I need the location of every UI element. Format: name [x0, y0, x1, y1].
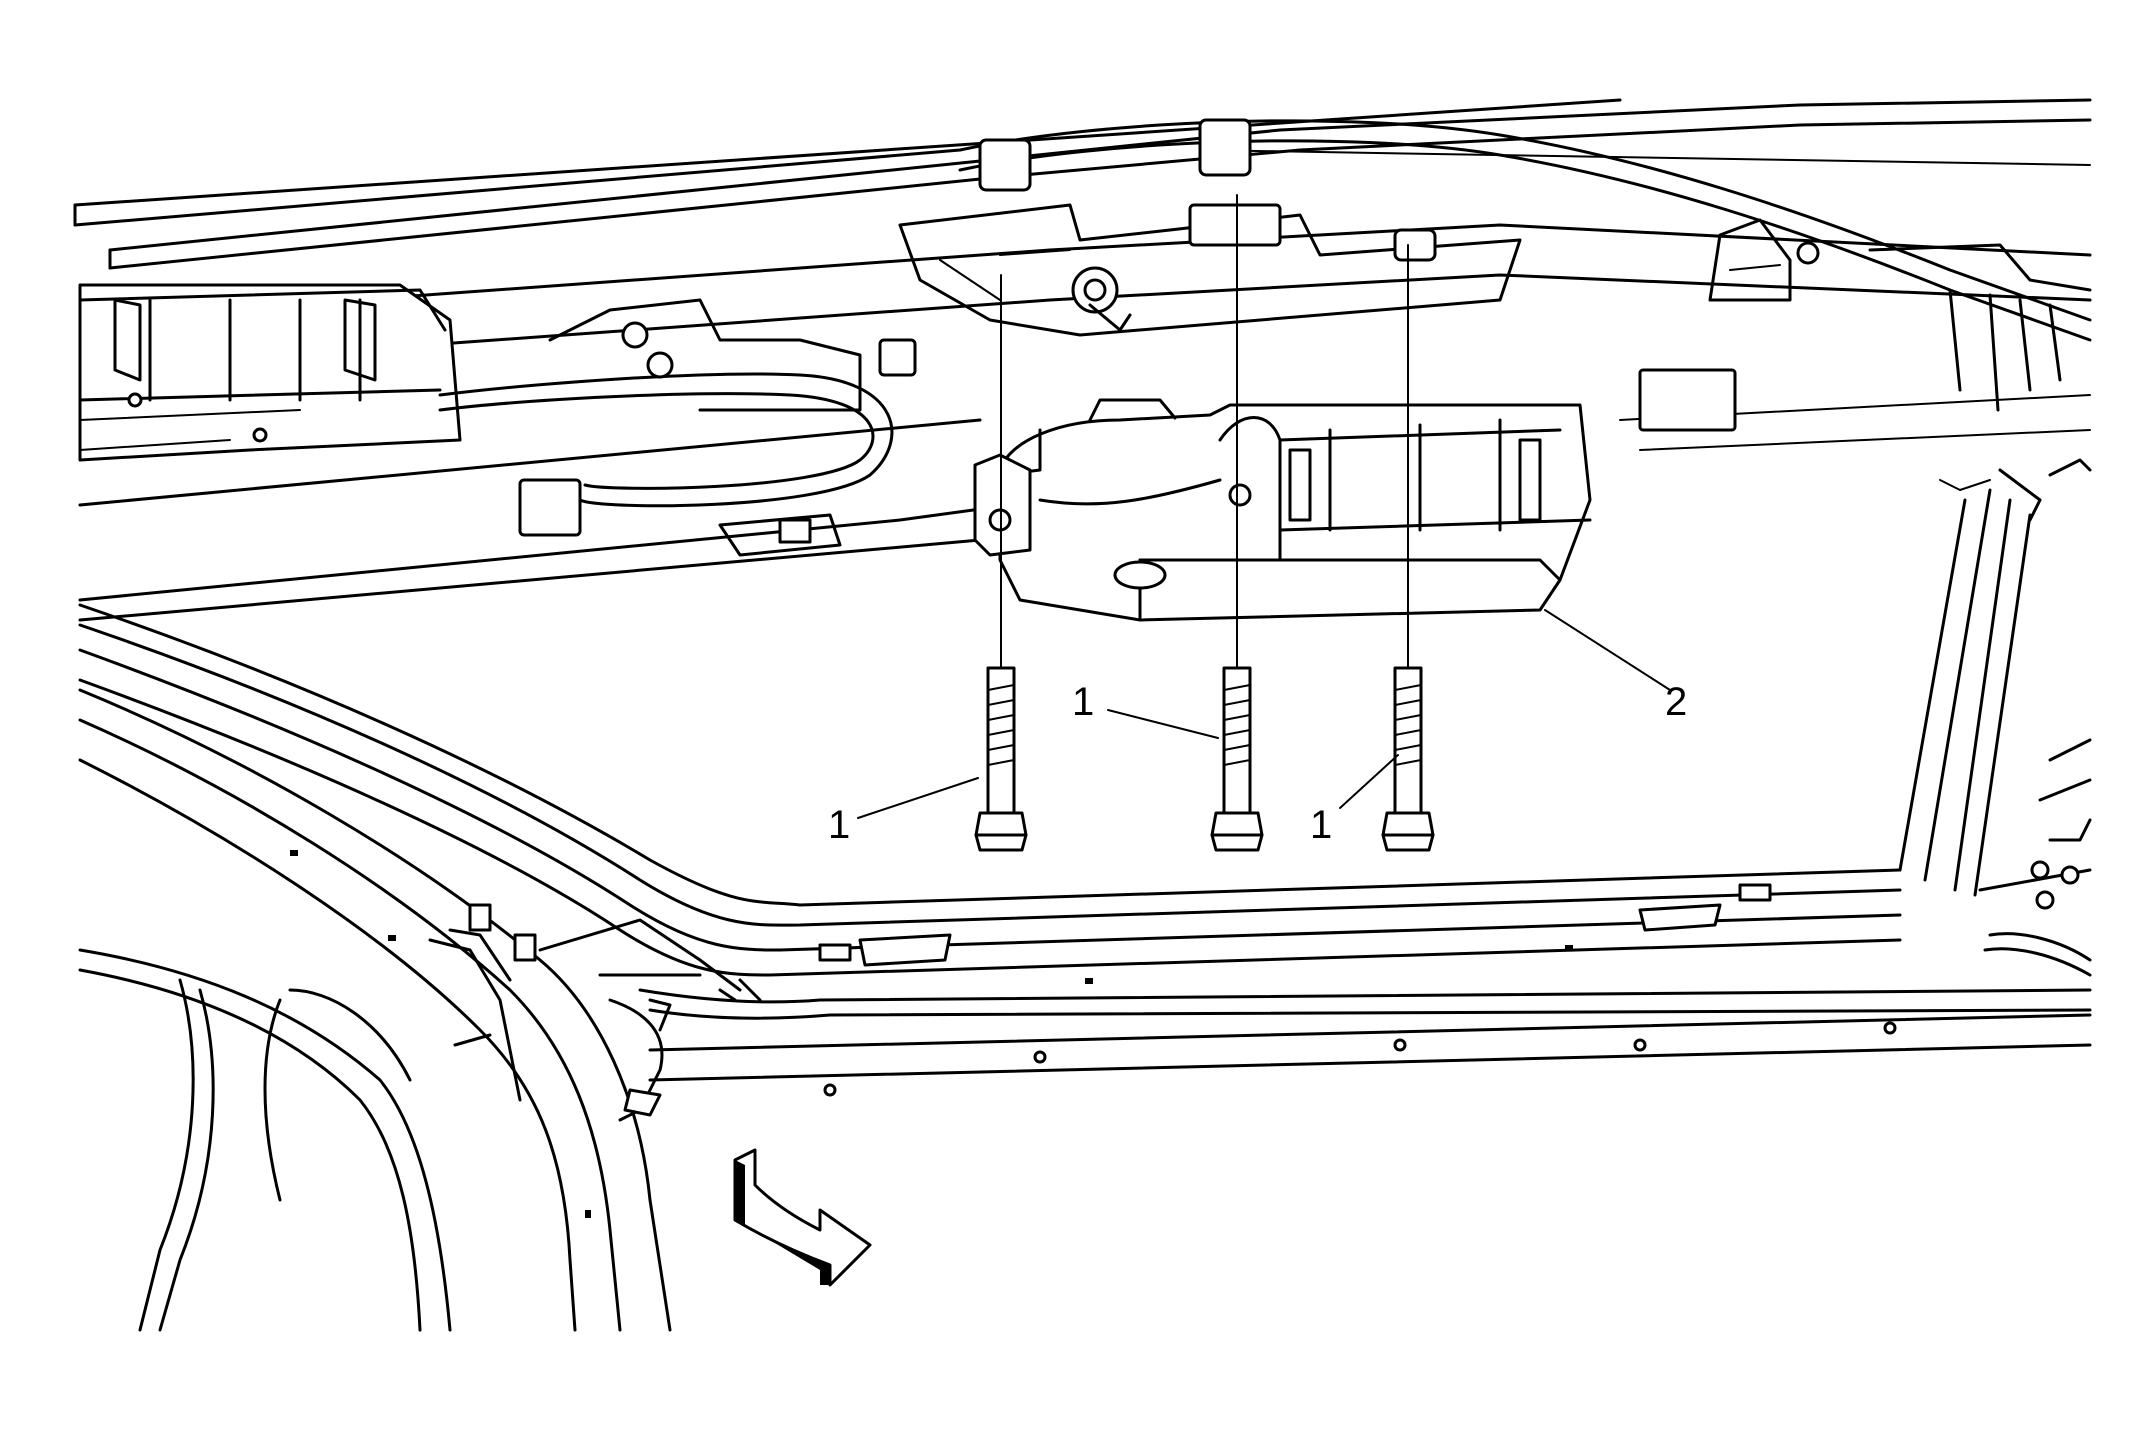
forward-arrow-icon — [733, 1148, 872, 1287]
leader-lines — [857, 609, 1671, 819]
bolt-center — [1210, 194, 1264, 852]
callout-bolt-left: 1 — [828, 803, 850, 847]
bolt-right — [1381, 244, 1435, 852]
a-pillar — [78, 688, 762, 1332]
bolt-left — [974, 274, 1028, 852]
roof-bow — [638, 988, 2092, 1097]
header-panel — [78, 203, 2092, 622]
callout-bolt-center: 1 — [1072, 680, 1094, 724]
callout-bolt-right: 1 — [1310, 803, 1332, 847]
cable — [958, 118, 2092, 342]
roof-rail — [73, 98, 2092, 270]
callout-module: 2 — [1665, 680, 1687, 724]
left-module — [78, 283, 917, 557]
sunroof-opening — [78, 458, 2092, 984]
sunroof-motor-module — [973, 398, 1592, 622]
